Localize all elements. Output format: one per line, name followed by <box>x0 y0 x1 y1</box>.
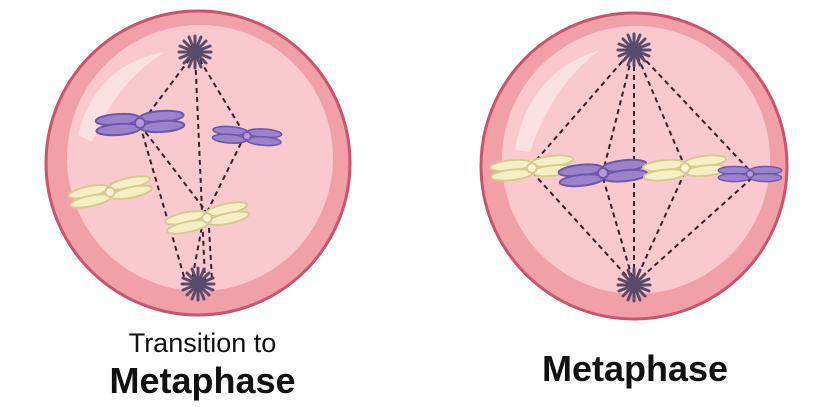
caption-title: Metaphase <box>109 360 296 401</box>
caption-subtitle: Transition to <box>128 328 277 358</box>
centrosome-bottom <box>616 267 652 303</box>
cell-highlight <box>515 50 600 152</box>
caption-transition: Transition to Metaphase <box>40 326 365 402</box>
spindle-fibers <box>531 47 753 285</box>
cell-cytoplasm-inner <box>67 25 333 291</box>
centrosome-bottom <box>180 266 216 302</box>
caption-title: Metaphase <box>541 348 729 389</box>
centrosome-top <box>177 34 213 70</box>
caption-metaphase: Metaphase <box>480 348 790 390</box>
cell-metaphase <box>479 11 789 321</box>
centrosome-top <box>616 32 652 68</box>
cell-transition <box>44 9 352 317</box>
